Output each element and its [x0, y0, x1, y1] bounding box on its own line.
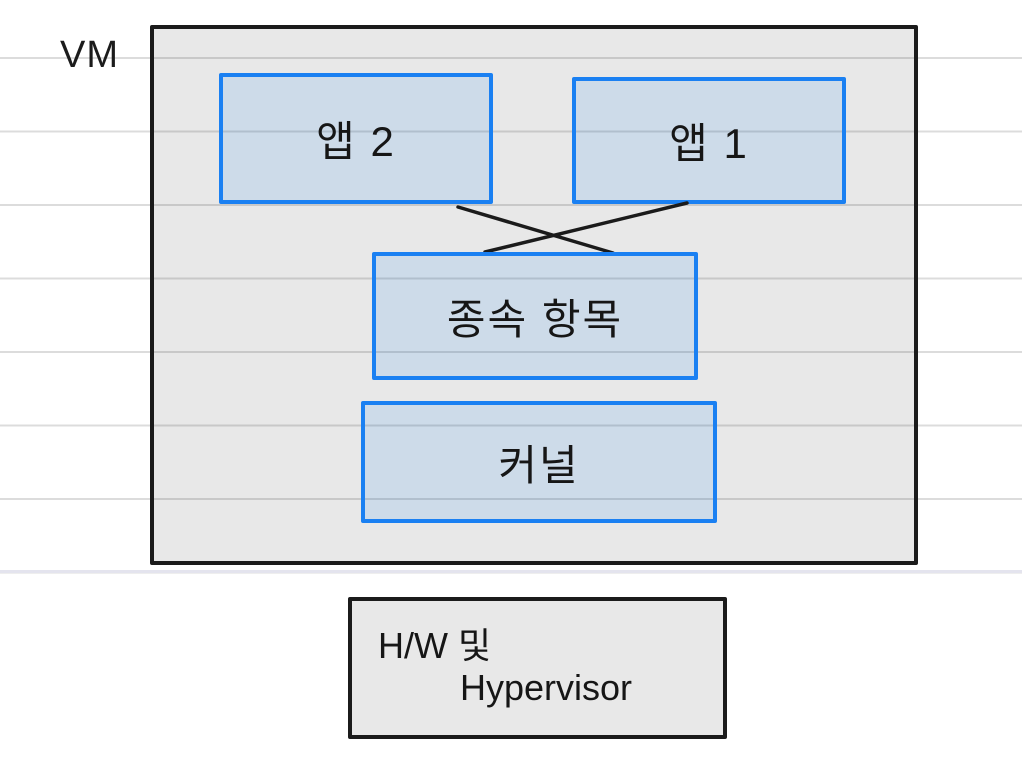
- ruled-lines: [0, 0, 1022, 575]
- node-kernel: 커널: [361, 401, 717, 523]
- hw-hypervisor-box: H/W 및 Hypervisor: [348, 597, 727, 739]
- hw-hypervisor-label-line2: Hypervisor: [460, 667, 633, 708]
- ruled-line-bottom: [0, 570, 1022, 573]
- node-dependencies: 종속 항목: [372, 252, 698, 380]
- node-dependencies-label: 종속 항목: [446, 295, 624, 343]
- vm-label: VM: [60, 34, 119, 76]
- hw-hypervisor-label-line1: H/W 및: [378, 625, 492, 666]
- node-app2: 앱 2: [219, 73, 493, 204]
- node-kernel-label: 커널: [498, 441, 580, 489]
- node-app2-label: 앱 2: [316, 118, 396, 165]
- node-app1-label: 앱 1: [669, 120, 749, 167]
- vm-container-box: [150, 25, 918, 565]
- node-app1: 앱 1: [572, 77, 846, 204]
